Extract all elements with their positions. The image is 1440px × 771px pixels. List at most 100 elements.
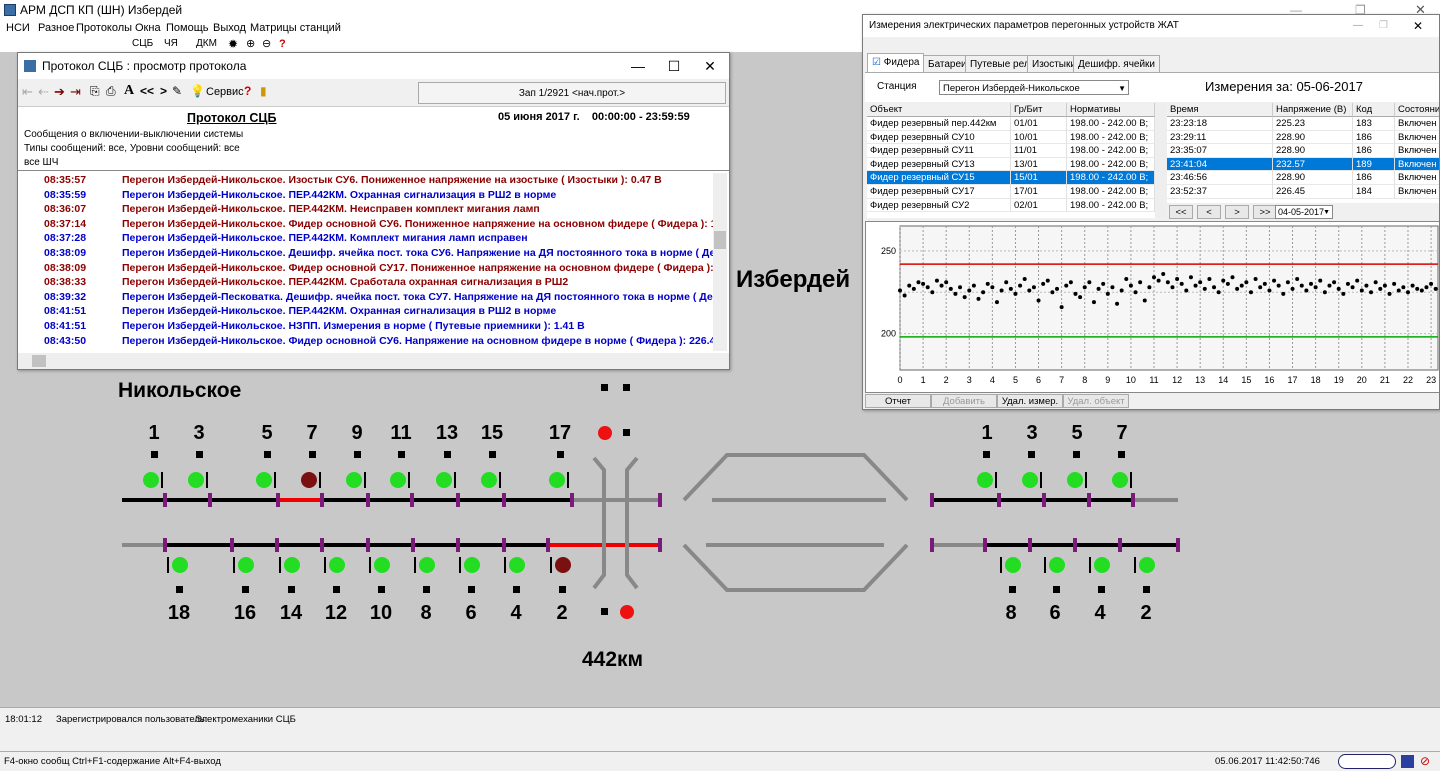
- column-header[interactable]: Гр/Бит: [1011, 103, 1067, 117]
- table-cell[interactable]: 198.00 - 242.00 В;: [1067, 171, 1155, 185]
- close-icon[interactable]: ✕: [1415, 2, 1426, 17]
- table-cell[interactable]: 225.23: [1273, 117, 1353, 131]
- delete-object-button[interactable]: Удал. объект: [1063, 394, 1129, 408]
- nav-last-button[interactable]: >>: [1253, 205, 1277, 219]
- maximize-icon[interactable]: ❐: [1355, 3, 1366, 17]
- nav-prev-button[interactable]: <: [1197, 205, 1221, 219]
- zoom-out-icon[interactable]: ⊖: [262, 38, 272, 50]
- minimize-icon[interactable]: —: [1353, 20, 1363, 31]
- table-cell[interactable]: 198.00 - 242.00 В;: [1067, 144, 1155, 158]
- table-cell[interactable]: 226.45: [1273, 185, 1353, 199]
- table-cell[interactable]: 198.00 - 242.00 В;: [1067, 185, 1155, 199]
- help-icon[interactable]: ?: [279, 38, 286, 50]
- table-cell[interactable]: 23:29:11: [1167, 130, 1273, 145]
- nav-next-button[interactable]: >: [1225, 205, 1249, 219]
- table-cell[interactable]: 228.90: [1273, 130, 1353, 145]
- table-cell[interactable]: Включен: [1395, 157, 1439, 172]
- table-cell[interactable]: 228.90: [1273, 144, 1353, 158]
- maximize-icon[interactable]: ❐: [1379, 20, 1388, 31]
- table-cell[interactable]: Фидер резервный СУ13: [867, 157, 1011, 172]
- table-cell[interactable]: 198.00 - 242.00 В;: [1067, 157, 1155, 172]
- vertical-scrollbar[interactable]: [713, 173, 727, 351]
- menu-protocols[interactable]: Протоколы: [76, 22, 133, 34]
- print-icon[interactable]: ⎙: [106, 84, 116, 98]
- help-icon[interactable]: ?: [244, 84, 252, 98]
- table-cell[interactable]: 23:35:07: [1167, 144, 1273, 158]
- column-header[interactable]: Напряжение (В): [1273, 103, 1353, 117]
- table-cell[interactable]: 198.00 - 242.00 В;: [1067, 198, 1155, 213]
- horizontal-scrollbar[interactable]: [18, 353, 729, 369]
- table-cell[interactable]: Включен: [1395, 131, 1439, 145]
- menu-misc[interactable]: Разное: [38, 22, 75, 34]
- vertical-scrollbar[interactable]: [1155, 103, 1167, 218]
- column-header[interactable]: Объект: [867, 103, 1011, 117]
- table-cell[interactable]: 10/01: [1011, 130, 1067, 145]
- back-icon[interactable]: <<: [140, 84, 155, 98]
- column-header[interactable]: Состояние: [1395, 103, 1439, 117]
- table-cell[interactable]: Включен: [1395, 144, 1439, 158]
- table-cell[interactable]: Фидер резервный СУ2: [867, 198, 1011, 213]
- exit-icon[interactable]: ▮: [260, 84, 267, 98]
- stop-icon[interactable]: ⊘: [1420, 754, 1431, 768]
- add-button[interactable]: Добавить: [931, 394, 997, 408]
- first-icon[interactable]: ⇤: [22, 84, 33, 99]
- service-menu[interactable]: Сервис: [206, 86, 244, 98]
- table-cell[interactable]: 228.90: [1273, 171, 1353, 185]
- sun-icon[interactable]: ✹: [228, 37, 239, 51]
- copy-icon[interactable]: ⎘: [90, 84, 100, 98]
- date-select[interactable]: 04-05-2017 ▼: [1275, 205, 1333, 219]
- bulb-icon[interactable]: 💡: [190, 84, 205, 98]
- font-icon[interactable]: A: [124, 83, 135, 98]
- toolbar-chya[interactable]: ЧЯ: [164, 38, 178, 49]
- table-cell[interactable]: 23:23:18: [1167, 117, 1273, 131]
- table-cell[interactable]: Фидер резервный СУ11: [867, 144, 1011, 158]
- minimize-icon[interactable]: —: [1290, 3, 1302, 17]
- table-cell[interactable]: 198.00 - 242.00 В;: [1067, 130, 1155, 145]
- filter-icon[interactable]: ✎: [172, 84, 183, 98]
- table-cell[interactable]: 17/01: [1011, 185, 1067, 199]
- table-cell[interactable]: Фидер резервный пер.442км: [867, 117, 1011, 131]
- zoom-in-icon[interactable]: ⊕: [246, 38, 256, 50]
- scroll-thumb[interactable]: [32, 355, 46, 367]
- scroll-thumb[interactable]: [714, 231, 726, 249]
- minimize-icon[interactable]: —: [631, 58, 645, 74]
- table-cell[interactable]: Фидер резервный СУ17: [867, 185, 1011, 199]
- table-cell[interactable]: 23:46:56: [1167, 171, 1273, 185]
- toolbar-dkm[interactable]: ДКМ: [196, 38, 217, 49]
- table-cell[interactable]: 11/01: [1011, 144, 1067, 158]
- station-select[interactable]: Перегон Избердей-Никольское ▼: [939, 80, 1129, 95]
- column-header[interactable]: Код: [1353, 103, 1395, 117]
- menu-help[interactable]: Помощь: [166, 22, 209, 34]
- column-header[interactable]: Время: [1167, 103, 1273, 117]
- report-button[interactable]: Отчет: [865, 394, 931, 408]
- table-cell[interactable]: 184: [1353, 185, 1395, 199]
- close-icon[interactable]: ✕: [1413, 19, 1424, 33]
- table-cell[interactable]: 01/01: [1011, 117, 1067, 131]
- nav-first-button[interactable]: <<: [1169, 205, 1193, 219]
- tab-feeders[interactable]: ☑ Фидера: [867, 53, 925, 72]
- maximize-icon[interactable]: ☐: [667, 58, 681, 74]
- table-cell[interactable]: 15/01: [1011, 171, 1067, 185]
- close-icon[interactable]: ✕: [704, 58, 716, 74]
- table-cell[interactable]: 186: [1353, 171, 1395, 185]
- tab-decoder-cells[interactable]: Дешифр. ячейки: [1073, 55, 1161, 72]
- table-cell[interactable]: Включен: [1395, 171, 1439, 185]
- delete-measurement-button[interactable]: Удал. измер.: [997, 394, 1063, 408]
- table-cell[interactable]: 02/01: [1011, 198, 1067, 213]
- table-cell[interactable]: Включен: [1395, 185, 1439, 199]
- table-cell[interactable]: 186: [1353, 130, 1395, 145]
- table-cell[interactable]: Фидер резервный СУ15: [867, 171, 1011, 185]
- forward-icon[interactable]: >: [160, 84, 168, 98]
